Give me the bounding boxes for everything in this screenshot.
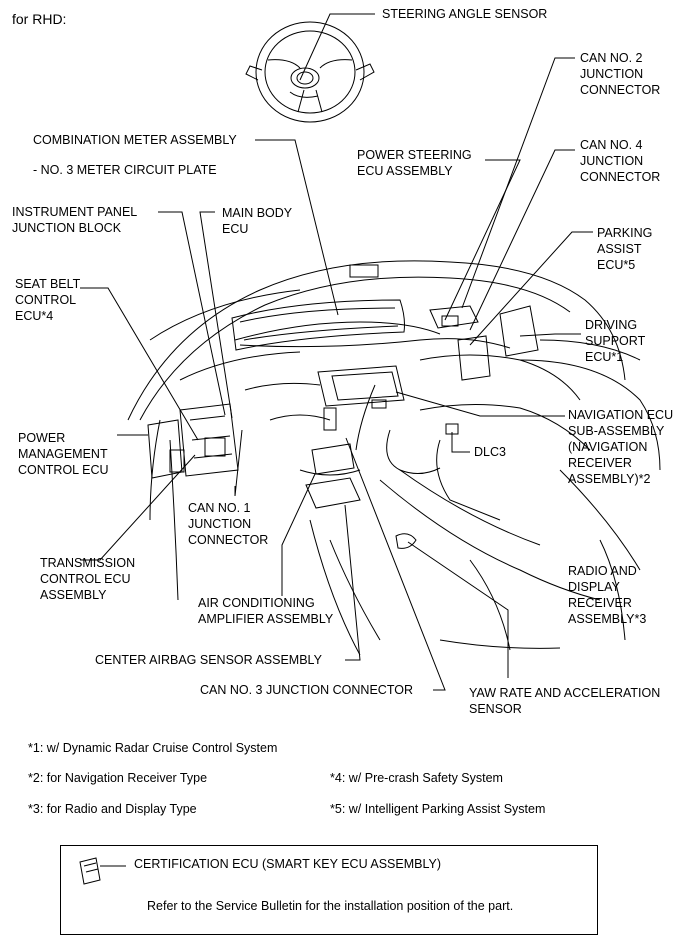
footnote-2: *2: for Navigation Receiver Type bbox=[28, 771, 208, 785]
label-steering-angle-sensor: STEERING ANGLE SENSOR bbox=[382, 7, 548, 21]
left-ecu-cluster-drawing bbox=[147, 403, 239, 479]
leader-lines bbox=[80, 13, 593, 691]
reference-box-note: Refer to the Service Bulletin for the in… bbox=[147, 899, 514, 913]
footnote-1: *1: w/ Dynamic Radar Cruise Control Syst… bbox=[28, 741, 278, 755]
footnote-4: *4: w/ Pre-crash Safety System bbox=[330, 771, 503, 785]
dashboard-outline bbox=[127, 260, 661, 656]
combination-meter-drawing bbox=[231, 264, 405, 351]
label-dlc3: DLC3 bbox=[474, 445, 506, 459]
reference-box-title: CERTIFICATION ECU (SMART KEY ECU ASSEMBL… bbox=[134, 857, 442, 871]
footnote-5: *5: w/ Intelligent Parking Assist System bbox=[330, 802, 546, 816]
certification-ecu-reference-box: CERTIFICATION ECU (SMART KEY ECU ASSEMBL… bbox=[60, 845, 598, 935]
certification-ecu-icon bbox=[79, 857, 126, 885]
center-console-drawing bbox=[305, 407, 459, 549]
navigation-unit-drawing bbox=[317, 365, 405, 409]
label-meter-circuit-plate: - NO. 3 METER CIRCUIT PLATE bbox=[33, 163, 217, 177]
header-title: for RHD: bbox=[12, 11, 67, 27]
label-can-no-3-junction-connector: CAN NO. 3 JUNCTION CONNECTOR bbox=[200, 683, 413, 697]
label-combination-meter-assembly: COMBINATION METER ASSEMBLY bbox=[33, 133, 237, 147]
steering-wheel-drawing bbox=[245, 21, 375, 123]
footnote-3: *3: for Radio and Display Type bbox=[28, 802, 197, 816]
label-center-airbag-sensor: CENTER AIRBAG SENSOR ASSEMBLY bbox=[95, 653, 322, 667]
